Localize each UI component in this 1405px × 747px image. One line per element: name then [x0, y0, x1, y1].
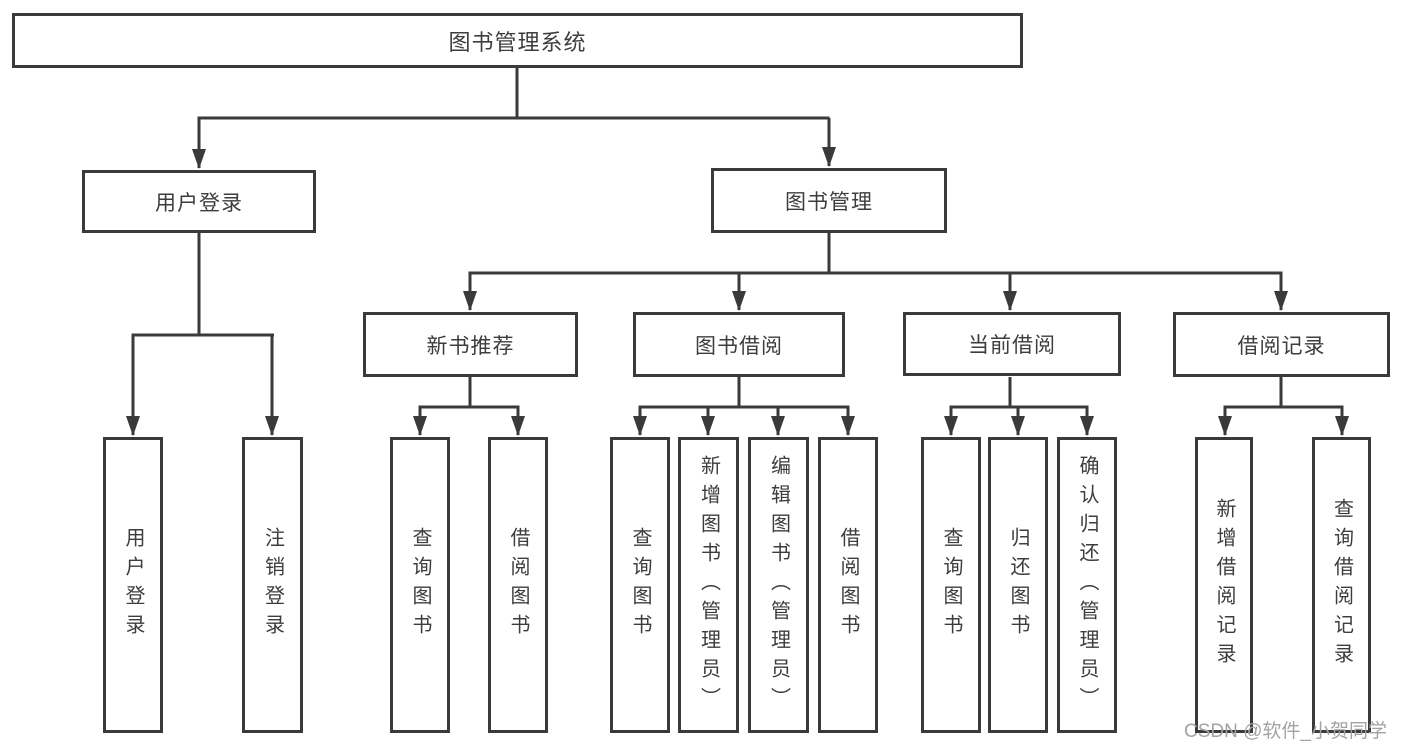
- node-new-book-recommend: 新书推荐: [363, 312, 578, 377]
- node-confirm-return-admin: 确认归还（管理员）: [1057, 437, 1117, 733]
- node-leaf-logout: 注销登录: [242, 437, 303, 733]
- node-query-book-borrow: 查询图书: [610, 437, 670, 733]
- leaf-label: 借阅图书: [507, 527, 529, 643]
- root-elbow: [197, 68, 830, 120]
- node-query-borrow-record: 查询借阅记录: [1312, 437, 1371, 733]
- current-borrow-elbow: [949, 377, 1089, 409]
- leaf-label: 新增图书（管理员）: [697, 454, 720, 716]
- leaf-label: 新增借阅记录: [1213, 498, 1235, 672]
- leaf-label: 确认归还（管理员）: [1076, 454, 1098, 716]
- node-return-book: 归还图书: [988, 437, 1048, 733]
- leaf-label: 归还图书: [1007, 527, 1029, 643]
- leaf-label: 用户登录: [122, 527, 144, 643]
- node-borrow-book: 借阅图书: [818, 437, 878, 733]
- node-user-login: 用户登录: [82, 170, 316, 233]
- node-edit-book-admin: 编辑图书（管理员）: [748, 437, 809, 733]
- node-borrow-book-recommend: 借阅图书: [488, 437, 548, 733]
- node-root: 图书管理系统: [12, 13, 1023, 68]
- borrow-records-elbow: [1223, 377, 1344, 409]
- node-query-book-current: 查询图书: [921, 437, 981, 733]
- leaf-label: 查询图书: [629, 527, 651, 643]
- node-query-book-recommend: 查询图书: [390, 437, 450, 733]
- new-book-recommend-elbow: [418, 377, 520, 409]
- node-book-borrow: 图书借阅: [633, 312, 845, 377]
- node-book-management: 图书管理: [711, 168, 947, 233]
- node-current-borrow: 当前借阅: [903, 312, 1121, 376]
- leaf-label: 查询图书: [409, 527, 431, 643]
- leaf-label: 注销登录: [261, 527, 284, 643]
- book-borrow-elbow: [638, 377, 850, 409]
- leaf-label: 查询借阅记录: [1330, 498, 1353, 672]
- book-management-elbow: [468, 233, 1283, 275]
- leaf-label: 借阅图书: [837, 527, 859, 643]
- csdn-watermark: CSDN @软件_小贺同学: [1184, 721, 1387, 742]
- node-add-book-admin: 新增图书（管理员）: [678, 437, 739, 733]
- leaf-label: 编辑图书（管理员）: [767, 454, 790, 716]
- node-borrow-records: 借阅记录: [1173, 312, 1390, 377]
- user-login-elbow: [131, 233, 274, 337]
- leaf-label: 查询图书: [940, 527, 962, 643]
- node-leaf-user-login: 用户登录: [103, 437, 163, 733]
- node-add-borrow-record: 新增借阅记录: [1195, 437, 1253, 733]
